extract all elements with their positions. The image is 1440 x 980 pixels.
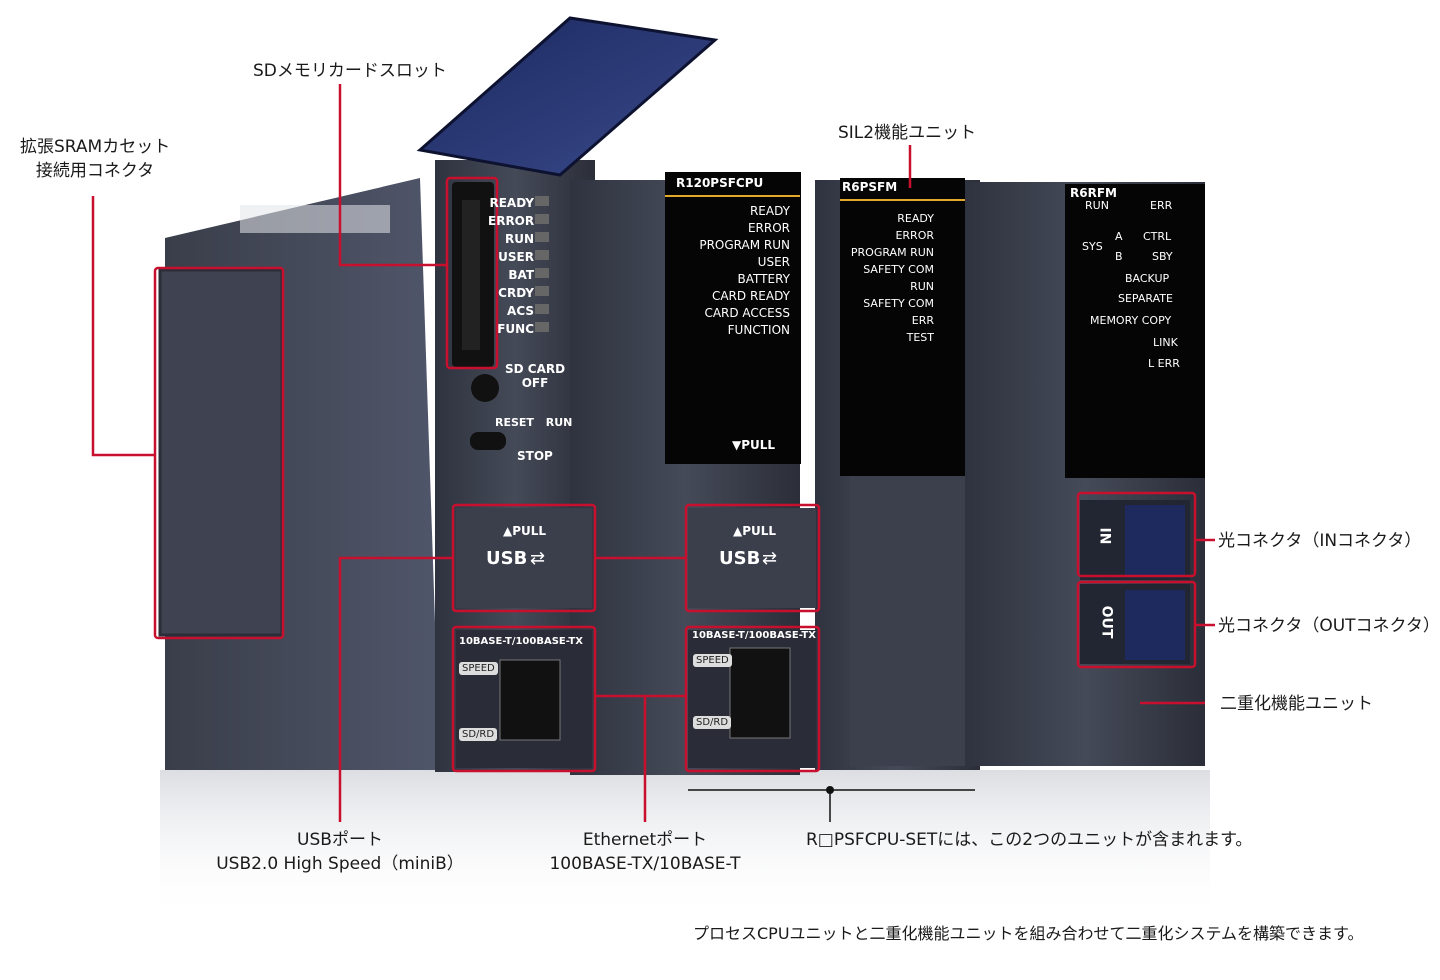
eth-header-cpu: 10BASE-T/100BASE-TX	[459, 636, 583, 647]
sd-off-button	[471, 374, 499, 402]
floor-reflection	[160, 770, 1210, 920]
usb-icon: ⇄	[762, 548, 778, 569]
optical-in-connector	[1125, 505, 1185, 575]
label-set-note: R□PSFCPU-SETには、この2つのユニットが含まれます。	[806, 830, 1253, 850]
r6psfm-led-list: READY ERROR PROGRAM RUN SAFETY COM RUN S…	[846, 210, 934, 346]
r6psfm-led-label: SAFETY COM RUN	[863, 263, 934, 293]
r6rfm-separate: SEPARATE	[1118, 292, 1173, 305]
r6rfm-black-panel	[1065, 184, 1205, 478]
cpu-led-labels: READY ERROR RUN USER BAT CRDY ACS FUNC	[488, 194, 534, 338]
label-optical-out: 光コネクタ（OUTコネクタ）	[1218, 616, 1440, 636]
r6rfm-link: LINK	[1153, 336, 1178, 349]
eth-speed-r120: SPEED	[693, 654, 732, 667]
label-sil2-unit: SIL2機能ユニット	[838, 123, 977, 143]
r6rfm-memory-copy: MEMORY COPY	[1090, 314, 1172, 327]
r6psfm-black-panel	[840, 178, 965, 476]
callout-box-sram	[153, 266, 285, 640]
usb-pull-cpu: ▲PULL	[503, 524, 547, 538]
r6rfm-l-err: L ERR	[1148, 357, 1180, 370]
sd-card-text: SD CARD	[505, 362, 566, 376]
r6rfm-model: R6RFM	[1070, 186, 1117, 200]
r6rfm-backup: BACKUP	[1125, 272, 1170, 285]
r6rfm-run: RUN	[1085, 199, 1109, 212]
r120-led-label: ERROR	[747, 221, 790, 235]
label-usb-line1: USBポート	[297, 830, 383, 850]
sram-connector	[158, 268, 284, 637]
cpu-led-label: READY	[489, 196, 534, 210]
sd-cover	[416, 16, 719, 177]
usb-label-r120: USB	[719, 548, 761, 569]
rj45-jack-r120	[729, 647, 791, 739]
label-sd-slot: SDメモリカードスロット	[253, 61, 447, 81]
label-optical-in: 光コネクタ（INコネクタ）	[1218, 531, 1422, 551]
r6psfm-model: R6PSFM	[842, 180, 898, 194]
r120-led-label: PROGRAM RUN	[699, 238, 790, 252]
off-text: OFF	[521, 376, 549, 390]
label-bottom-note: プロセスCPUユニットと二重化機能ユニットを組み合わせて二重化システムを構築でき…	[693, 924, 1364, 943]
label-sram-line1: 拡張SRAMカセット	[20, 137, 171, 157]
eth-sdrd-r120: SD/RD	[693, 716, 732, 729]
r6psfm-led-label: READY	[897, 212, 934, 225]
r120-led-label: FUNCTION	[727, 323, 790, 337]
reset-run-labels: RESET RUN	[495, 416, 572, 429]
r120-model: R120PSFCPU	[676, 176, 764, 190]
cpu-led-label: ACS	[507, 304, 534, 318]
label-usb-port: USBポート USB2.0 High Speed（miniB）	[200, 828, 480, 876]
run-text: RUN	[545, 416, 573, 429]
sd-card-label: SD CARD OFF	[505, 362, 565, 390]
callout-box-sd	[445, 176, 499, 370]
r6rfm-err: ERR	[1150, 199, 1173, 212]
eth-sdrd-cpu: SD/RD	[459, 728, 498, 741]
label-sram-connector: 拡張SRAMカセット 接続用コネクタ	[20, 135, 170, 183]
callout-box-eth-cpu	[451, 625, 597, 773]
r120-led-label: CARD ACCESS	[704, 306, 790, 320]
rj45-jack-cpu	[499, 659, 561, 741]
callout-box-optical-in	[1076, 491, 1197, 578]
usb-pull-r120: ▲PULL	[733, 524, 777, 538]
r6psfm-led-label: TEST	[906, 331, 934, 344]
reset-text: RESET	[495, 416, 534, 429]
eth-header-r120: 10BASE-T/100BASE-TX	[692, 630, 816, 641]
cpu-led-label: FUNC	[497, 322, 534, 336]
cpu-led-label: CRDY	[498, 286, 534, 300]
r6rfm-in-label: IN	[1096, 527, 1113, 545]
label-redundant-unit: 二重化機能ユニット	[1220, 694, 1373, 714]
r6rfm-sby: SBY	[1152, 250, 1173, 263]
r120-pull: ▼PULL	[732, 438, 776, 452]
optical-out-connector	[1125, 590, 1185, 660]
usb-label-cpu: USB	[486, 548, 528, 569]
reset-run-switch	[470, 432, 506, 450]
r6rfm-ctrl: CTRL	[1143, 230, 1172, 243]
label-eth-line2: 100BASE-TX/10BASE-T	[549, 854, 741, 874]
callout-box-eth-r120	[684, 625, 821, 773]
eth-speed-cpu: SPEED	[459, 662, 498, 675]
cpu-led-label: ERROR	[488, 214, 535, 228]
r120-led-list: READY ERROR PROGRAM RUN USER BATTERY CAR…	[680, 203, 790, 339]
r6rfm-b: B	[1115, 250, 1123, 263]
r6rfm-sys: SYS	[1082, 240, 1103, 253]
cpu-led-boxes	[535, 196, 549, 332]
label-sram-line2: 接続用コネクタ	[35, 161, 155, 181]
cpu-led-label: RUN	[504, 232, 534, 246]
label-eth-line1: Ethernetポート	[582, 830, 708, 850]
r6psfm-led-label: ERROR	[895, 229, 934, 242]
r120-black-panel	[665, 172, 801, 464]
r120-led-label: CARD READY	[711, 289, 790, 303]
label-usb-line2: USB2.0 High Speed（miniB）	[216, 854, 464, 874]
r6psfm-led-label: PROGRAM RUN	[850, 246, 934, 259]
r120-led-label: READY	[749, 204, 790, 218]
r120-led-label: USER	[757, 255, 790, 269]
r6rfm-a: A	[1115, 230, 1123, 243]
r120-led-label: BATTERY	[737, 272, 790, 286]
r6rfm-out-label: OUT	[1098, 605, 1115, 639]
stop-label: STOP	[517, 449, 553, 463]
callout-leaders	[91, 84, 1215, 822]
cpu-led-label: USER	[498, 250, 534, 264]
cpu-led-label: BAT	[508, 268, 534, 282]
r6psfm-led-label: SAFETY COM ERR	[863, 297, 934, 327]
usb-icon: ⇄	[530, 548, 546, 569]
label-ethernet-port: Ethernetポート 100BASE-TX/10BASE-T	[520, 828, 770, 876]
